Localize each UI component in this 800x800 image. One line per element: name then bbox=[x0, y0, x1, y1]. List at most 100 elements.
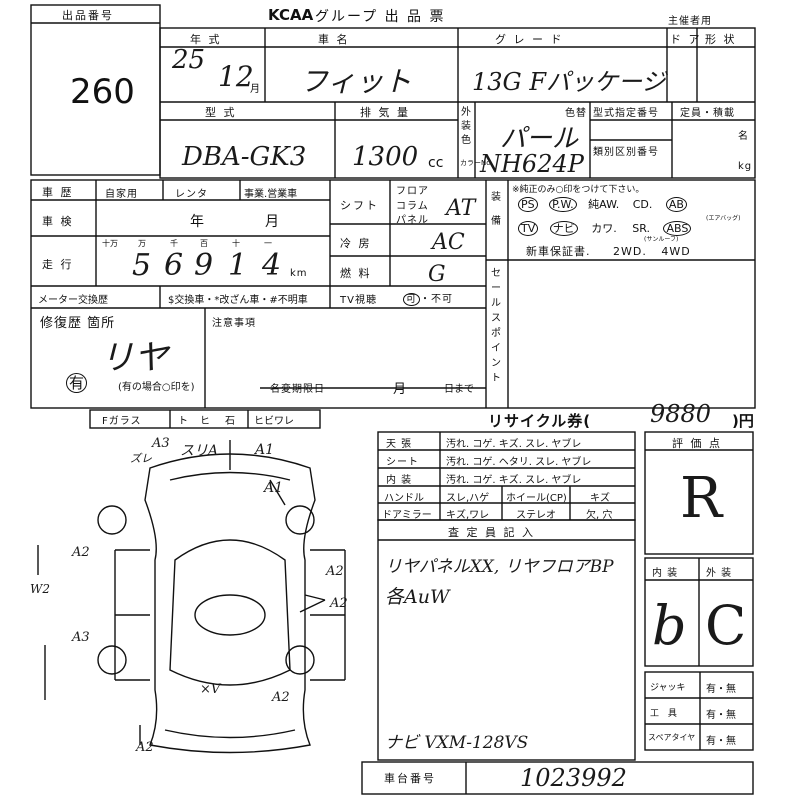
spare-label: スペアタイヤ bbox=[648, 733, 696, 742]
month-value: 12 bbox=[218, 60, 254, 93]
equip-jun-aw: 純AW. bbox=[588, 198, 620, 211]
body-type-label: 形 状 bbox=[705, 33, 737, 46]
model-value: DBA-GK3 bbox=[182, 142, 307, 172]
year-value: 25 bbox=[172, 45, 206, 75]
cond-row-5-b: ステレオ bbox=[516, 510, 556, 521]
digit-label-100k: 十万 bbox=[102, 239, 118, 248]
chassis-label: 車台番号 bbox=[384, 772, 436, 785]
equip-abs: ABS bbox=[663, 221, 692, 236]
tools-value: 有・無 bbox=[706, 710, 736, 721]
equip-sr: SR. bbox=[632, 222, 650, 235]
mileage-digit-3: 9 bbox=[194, 248, 214, 283]
inspector-label: 査 定 員 記 入 bbox=[448, 526, 535, 539]
glass-hi: ヒ bbox=[200, 416, 211, 427]
class-no-label: 類別区別番号 bbox=[593, 147, 659, 158]
jack-label: ジャッキ bbox=[650, 683, 686, 693]
glass-to: ト bbox=[178, 416, 189, 427]
jack-value: 有・無 bbox=[706, 684, 736, 695]
tools-label: 工 具 bbox=[650, 709, 680, 719]
fuel-label: 燃 料 bbox=[340, 267, 372, 280]
door-label: ド ア bbox=[670, 33, 702, 46]
name-change-day: 日まで bbox=[444, 384, 474, 395]
history-private: 自家用 bbox=[105, 189, 138, 200]
digit-label-100: 百 bbox=[200, 239, 208, 248]
shaken-label: 車 検 bbox=[42, 215, 74, 228]
equip-ps: PS bbox=[518, 197, 538, 212]
cond-row-3-items: 汚れ. コゲ. キズ. スレ. ヤブレ bbox=[446, 475, 582, 486]
exterior-color-label: 外装色 bbox=[461, 107, 472, 146]
km-unit: km bbox=[290, 268, 308, 279]
shift-label: シフト bbox=[340, 199, 379, 212]
mark-a1-mid: A1 bbox=[264, 480, 284, 496]
glass-crack: ヒビワレ bbox=[254, 416, 294, 427]
kg-unit: kg bbox=[738, 161, 753, 172]
month-unit: 月 bbox=[250, 84, 261, 95]
grade-value: 13G Fパッケージ bbox=[472, 68, 666, 96]
cond-row-4-a: スレ,ハゲ bbox=[446, 493, 490, 504]
cond-row-5-c: 欠, 穴 bbox=[586, 510, 613, 521]
car-name-value: フィット bbox=[300, 65, 412, 98]
chassis-value: 1023992 bbox=[520, 764, 627, 792]
car-name-label: 車 名 bbox=[318, 33, 350, 46]
mark-a2-rear: A2 bbox=[136, 740, 154, 755]
fuel-value: G bbox=[428, 262, 446, 287]
equip-2wd: 2WD. bbox=[613, 245, 647, 258]
glass-stone: 石 bbox=[225, 416, 236, 427]
mileage-label: 走 行 bbox=[42, 258, 74, 271]
recycle-label: リサイクル券( bbox=[488, 412, 592, 430]
color-no-value: NH624P bbox=[480, 150, 584, 178]
inspector-note-2: 各AuW bbox=[385, 586, 450, 608]
shift-value: AT bbox=[446, 196, 476, 221]
mileage-digit-5: 4 bbox=[262, 248, 282, 283]
equip-pw: P.W. bbox=[549, 197, 577, 212]
mark-xv: ×V bbox=[200, 682, 221, 697]
shift-column: コラム bbox=[396, 201, 429, 212]
exterior-score: C bbox=[705, 594, 747, 657]
shift-panel: パネル bbox=[396, 215, 429, 226]
cond-row-1-name: 天 張 bbox=[386, 439, 413, 450]
kcaa-logo: KCAA bbox=[268, 6, 314, 24]
equip-ab: AB bbox=[665, 197, 687, 212]
color-change-label: 色替 bbox=[565, 108, 587, 119]
name-change-month: 月 bbox=[393, 382, 407, 397]
mark-a1-top: A1 bbox=[255, 442, 275, 458]
cond-row-3-name: 内 装 bbox=[386, 475, 413, 486]
color-no-label: カラーNo. bbox=[460, 159, 493, 167]
digit-label-10: 十 bbox=[232, 239, 240, 248]
history-commercial: 事業.営業車 bbox=[244, 189, 298, 200]
type-cert-label: 型式指定番号 bbox=[593, 108, 659, 119]
model-label: 型 式 bbox=[205, 106, 237, 119]
sheet-title: グループ 出 品 票 bbox=[315, 9, 446, 25]
tv-ok: 可・不可 bbox=[403, 290, 453, 306]
caution-label: 注意事項 bbox=[212, 318, 256, 329]
displacement-label: 排 気 量 bbox=[360, 106, 410, 119]
mileage-digit-2: 6 bbox=[164, 248, 184, 283]
meter-legend: $交換車・*改ざん車・#不明車 bbox=[168, 295, 308, 306]
shaken-year: 年 bbox=[190, 214, 204, 230]
recycle-value: 9880 bbox=[650, 400, 712, 428]
capacity-label: 定員・積載 bbox=[680, 108, 735, 119]
genuine-note: ※純正のみ○印をつけて下さい。 bbox=[512, 185, 645, 195]
mark-w2: W2 bbox=[30, 582, 50, 596]
score-value: R bbox=[680, 466, 723, 531]
cond-row-5-name: ドアミラー bbox=[382, 510, 432, 521]
shift-floor: フロア bbox=[396, 186, 429, 197]
cond-row-4-c: キズ bbox=[590, 493, 610, 504]
inspector-note-1: リヤパネルXX, リヤフロアBP bbox=[385, 557, 614, 577]
repair-value: リヤ bbox=[100, 338, 168, 378]
lot-number: 260 bbox=[70, 72, 135, 112]
mark-a2-right-2: A2 bbox=[330, 596, 348, 611]
equipment-label: 装 備 bbox=[491, 192, 502, 227]
mark-a2-left: A2 bbox=[72, 545, 90, 560]
mark-a2-bottom: A2 bbox=[272, 690, 290, 705]
meter-change-label: メーター交換歴 bbox=[38, 295, 108, 306]
mark-suri: スリA bbox=[180, 443, 219, 459]
lot-number-label: 出品番号 bbox=[62, 9, 114, 22]
mark-a3-top: A3 bbox=[152, 436, 170, 451]
cond-row-4-b: ホイール(CP) bbox=[506, 493, 567, 504]
tv-label: TV視聴 bbox=[340, 295, 377, 306]
equip-4wd: 4WD bbox=[661, 245, 691, 258]
person-unit: 名 bbox=[738, 131, 749, 142]
